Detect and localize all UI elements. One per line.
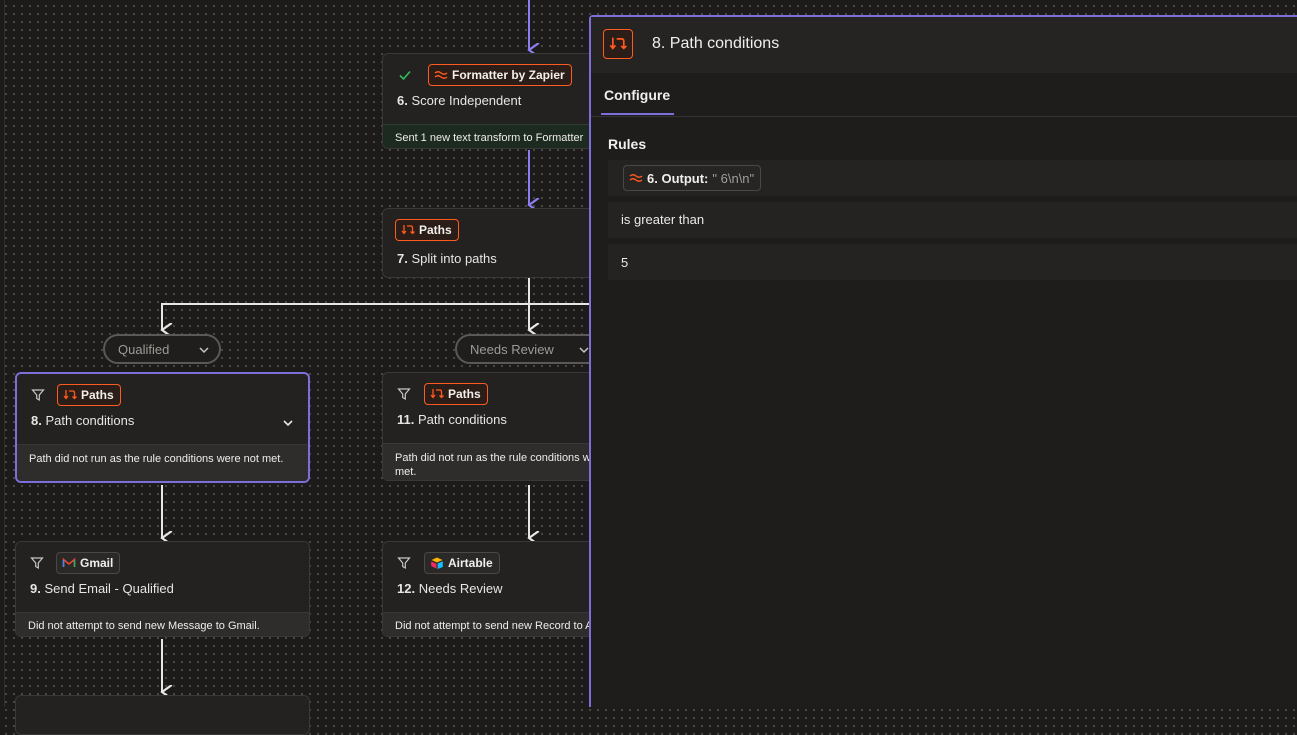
chevron-down-icon [199,347,209,354]
step-6-card[interactable]: Formatter by Zapier 6. Score Independent… [382,53,612,149]
tab-configure[interactable]: Configure [604,87,671,103]
step-status: Path did not run as the rule conditions … [383,443,611,480]
active-tab-indicator [601,113,674,115]
app-badge-paths: Paths [395,219,459,241]
step-config-panel: 8. Path conditions Configure Rules 6. Ou… [589,15,1297,707]
airtable-icon [430,556,444,570]
formatter-icon [629,171,643,185]
rule-value: 5 [621,255,629,270]
step-7-card[interactable]: Paths 7. Split into paths [382,208,612,278]
gmail-icon [62,556,76,570]
branch-label: Qualified [118,341,170,357]
app-name: Formatter by Zapier [452,68,565,82]
app-name: Paths [81,388,114,402]
step-11-card[interactable]: Paths 11. Path conditions Path did not r… [382,372,612,481]
paths-icon [401,223,415,237]
app-name: Paths [448,387,481,401]
formatter-icon [434,68,448,82]
step-status: Did not attempt to send new Message to G… [16,612,309,636]
rule-operator-select[interactable]: is greater than [608,202,1297,238]
step-title: 6. Score Independent [397,93,522,108]
paths-icon [63,388,77,402]
step-title: 7. Split into paths [397,251,497,266]
field-token[interactable]: 6. Output: " 6\n\n" [623,165,762,191]
app-badge-gmail: Gmail [56,552,121,574]
app-badge-paths: Paths [424,383,488,405]
operator-value: is greater than [621,212,705,227]
branch-pill-needs-review[interactable]: Needs Review [455,334,605,364]
rules-label: Rules [608,136,647,152]
app-badge-paths: Paths [57,384,121,406]
branch-label: Needs Review [470,341,554,357]
step-title: 8. Path conditions [31,413,135,428]
app-badge-airtable: Airtable [424,552,500,574]
connector-lines [0,0,592,707]
filter-icon [397,388,411,401]
chevron-down-icon[interactable] [282,417,294,429]
app-name: Airtable [448,556,493,570]
paths-icon [603,29,633,59]
app-name: Paths [419,223,452,237]
filter-icon [30,557,44,570]
rule-value-input[interactable]: 5 [608,244,1297,280]
step-9-card[interactable]: Gmail 9. Send Email - Qualified Did not … [15,541,310,637]
branch-pill-qualified[interactable]: Qualified [103,334,221,364]
step-status: Path did not run as the rule conditions … [17,444,308,481]
chevron-down-icon [579,347,589,354]
canvas-left-edge [4,0,5,707]
next-step-card[interactable] [15,695,310,735]
app-badge-formatter: Formatter by Zapier [428,64,572,86]
step-title: 11. Path conditions [397,412,507,427]
paths-icon [430,387,444,401]
step-8-card[interactable]: Paths 8. Path conditions Path did not ru… [15,372,310,483]
step-status: Sent 1 new text transform to Formatter [383,124,611,148]
filter-icon [31,389,45,402]
panel-title: 8. Path conditions [652,35,780,52]
filter-icon [397,557,411,570]
tab-divider [591,116,1297,117]
step-status: Did not attempt to send new Record to Ai… [383,612,611,636]
step-title: 9. Send Email - Qualified [30,581,174,596]
panel-header: 8. Path conditions [591,17,1297,73]
rule-field-select[interactable]: 6. Output: " 6\n\n" [608,160,1297,196]
step-12-card[interactable]: Airtable 12. Needs Review Did not attemp… [382,541,612,637]
app-name: Gmail [80,556,114,570]
step-title: 12. Needs Review [397,581,503,596]
field-name: 6. Output: [647,170,709,186]
check-icon [399,70,411,81]
field-value: " 6\n\n" [712,170,755,186]
